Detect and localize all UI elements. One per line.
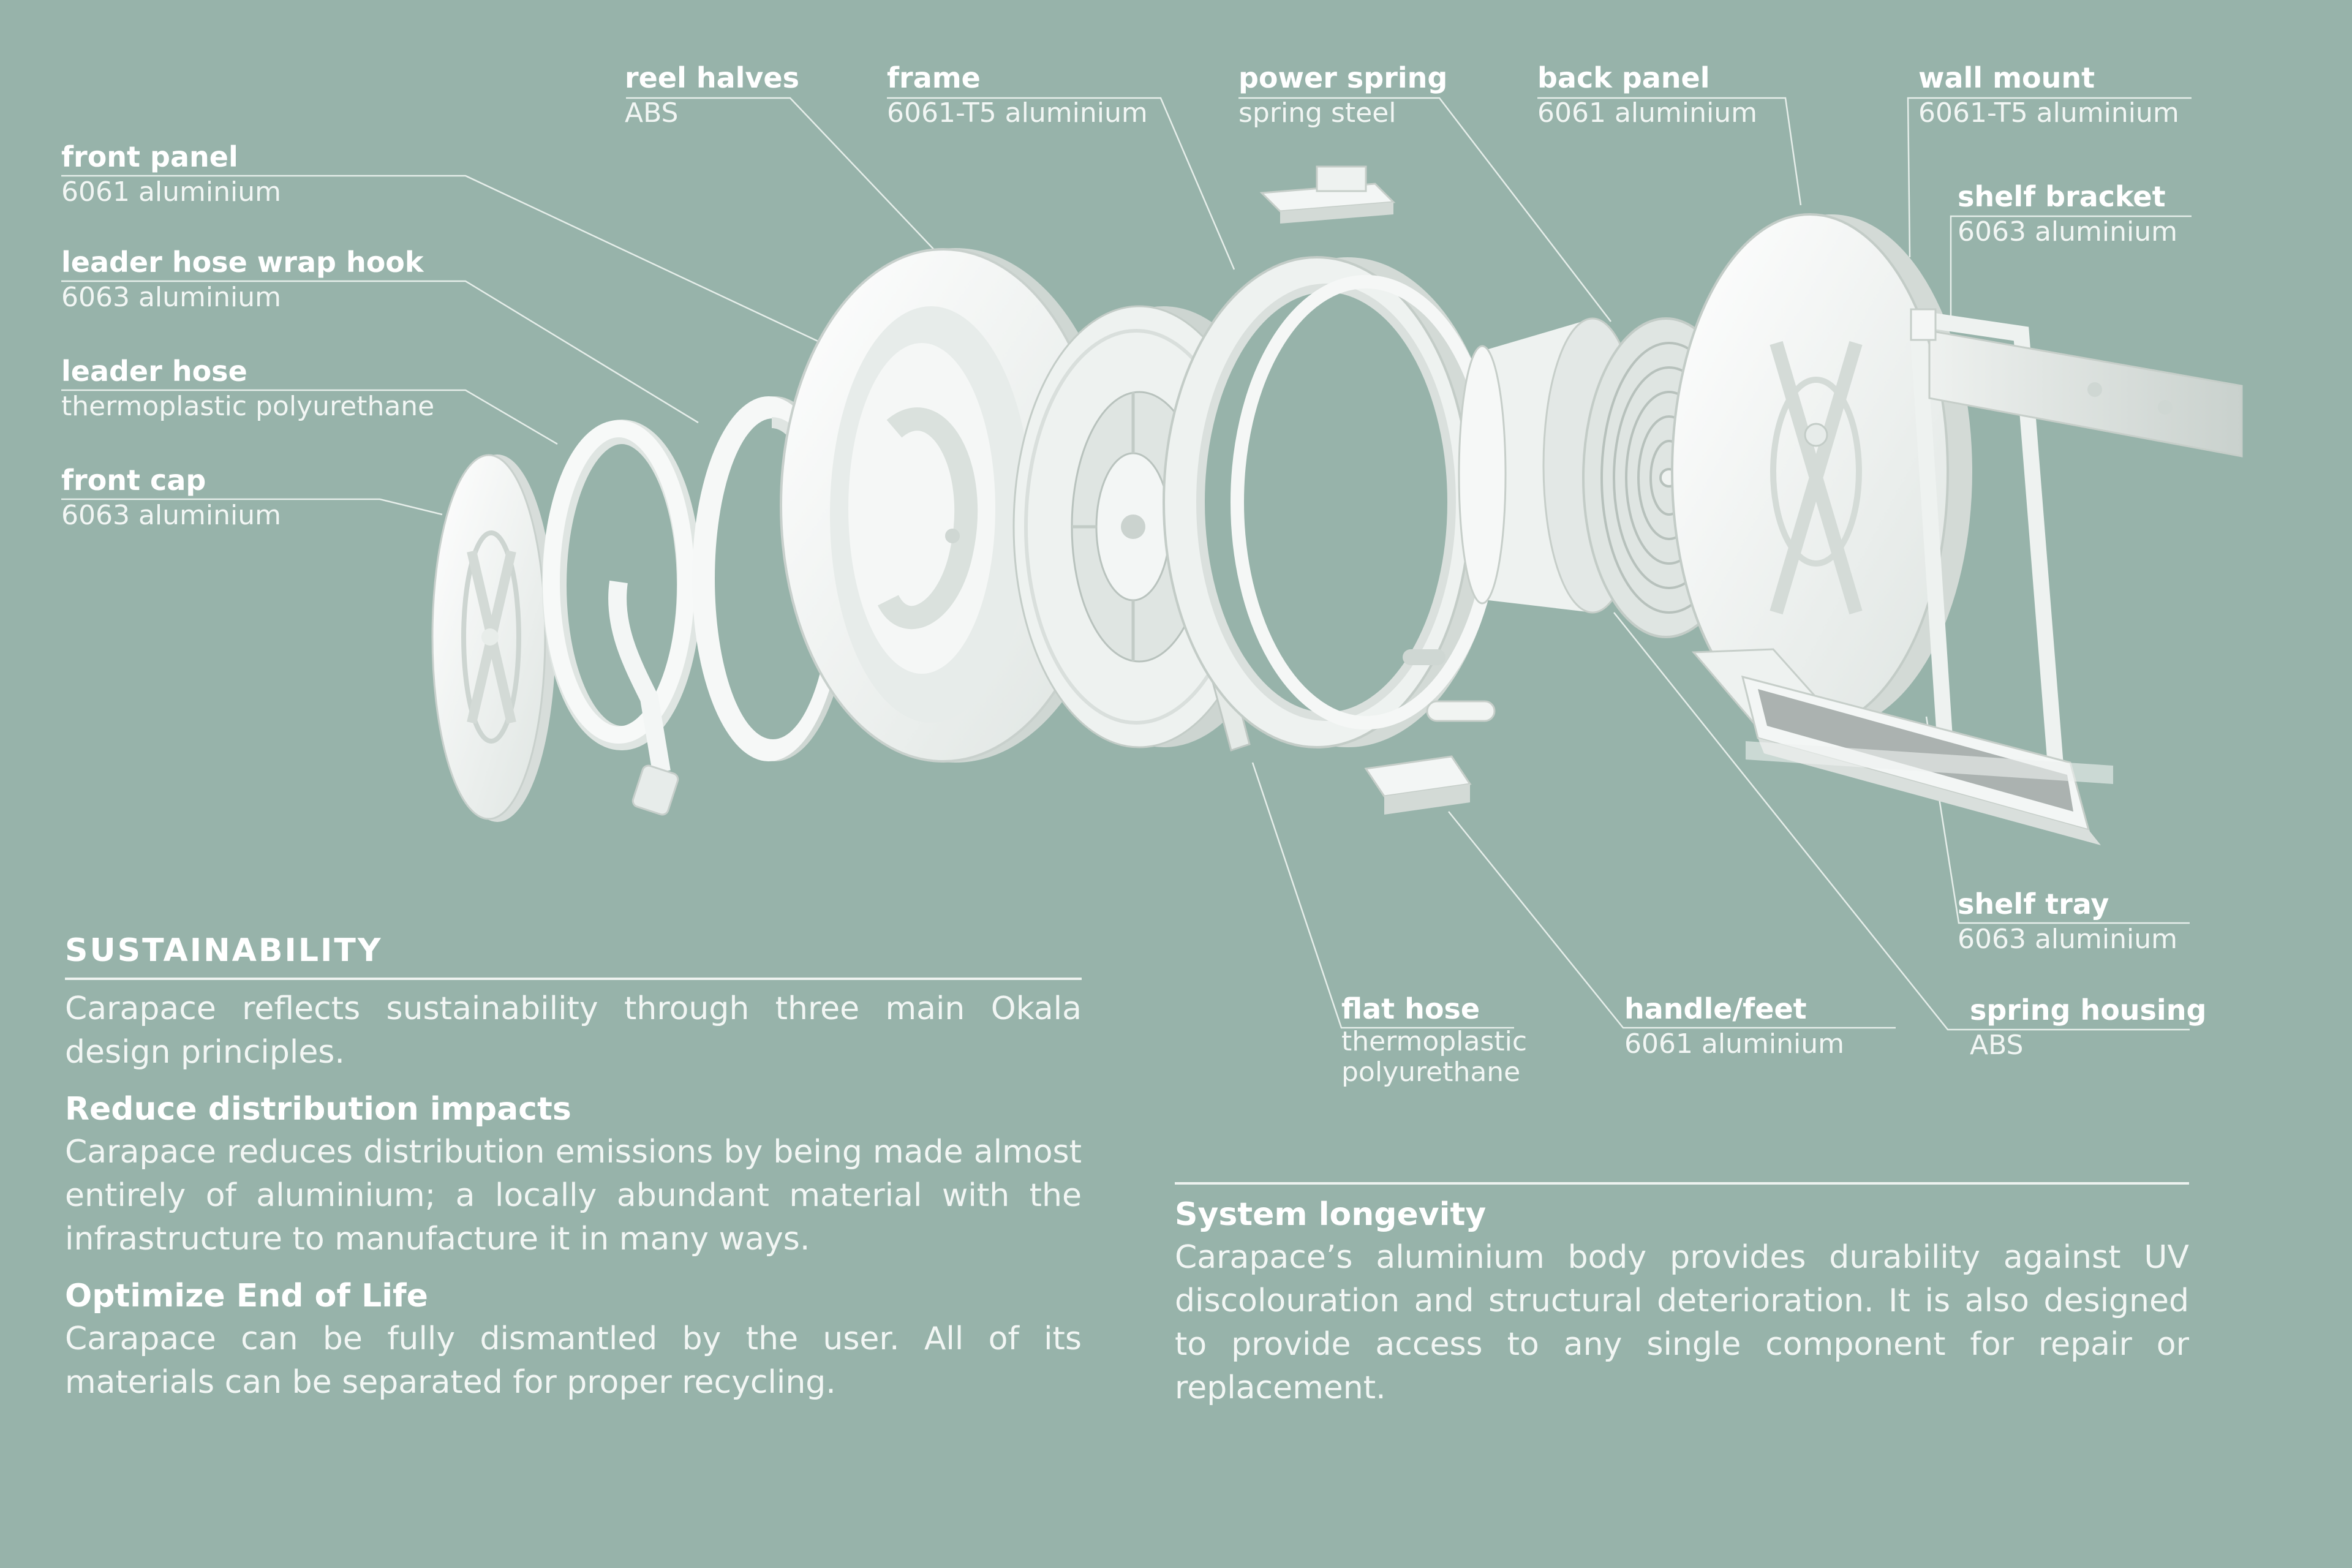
label-spring-housing: spring housing ABS <box>1970 992 2206 1063</box>
label-wall-mount-name: wall mount <box>1918 61 2095 94</box>
label-leader-hook: leader hose wrap hook 6063 aluminium <box>61 244 424 315</box>
handle-feet-part <box>1364 755 1472 815</box>
label-reel-halves: reel halves ABS <box>625 60 799 131</box>
power-spring-clip-part <box>1259 165 1396 224</box>
reduce-distribution-text: Carapace reduces distribution emissions … <box>65 1134 1082 1257</box>
leader-line-handle-feet <box>1448 811 1896 1029</box>
label-front-cap-material: 6063 aluminium <box>61 500 281 531</box>
label-handle-feet-name: handle/feet <box>1624 992 1807 1025</box>
label-shelf-tray-name: shelf tray <box>1958 888 2109 921</box>
leader-line-wall-mount <box>1907 97 2192 258</box>
leader-line-shelf-bracket <box>1950 215 2192 331</box>
sustainability-section: SUSTAINABILITY Carapace reflects sustain… <box>65 932 1082 1404</box>
label-front-cap-name: front cap <box>61 464 206 497</box>
label-flat-hose: flat hose thermoplastic polyurethane <box>1341 991 1527 1088</box>
leader-line-flat-hose <box>1251 762 1514 1029</box>
label-flat-hose-material-line2: polyurethane <box>1341 1057 1521 1088</box>
frame-part <box>1163 256 1501 748</box>
label-leader-hook-material: 6063 aluminium <box>61 282 281 313</box>
label-reel-halves-material: ABS <box>625 97 679 129</box>
leader-hose-part <box>542 420 701 816</box>
leader-line-front-panel <box>61 175 855 360</box>
leader-line-back-panel <box>1537 97 1802 206</box>
sustainability-intro: Carapace reflects sustainability through… <box>65 990 1082 1071</box>
label-frame-name: frame <box>887 61 981 94</box>
leader-lines <box>61 97 2192 1031</box>
label-leader-hook-name: leader hose wrap hook <box>61 246 424 279</box>
label-spring-housing-material: ABS <box>1970 1030 2024 1061</box>
back-panel-part <box>1671 213 1972 730</box>
label-handle-feet: handle/feet 6061 aluminium <box>1624 991 1844 1062</box>
label-power-spring: power spring spring steel <box>1238 60 1447 131</box>
label-reel-halves-name: reel halves <box>625 61 799 94</box>
label-wall-mount-material: 6061-T5 aluminium <box>1918 97 2179 129</box>
longevity-heading: System longevity <box>1175 1196 1487 1233</box>
label-flat-hose-name: flat hose <box>1341 992 1480 1025</box>
longevity-section: System longevity Carapace’s aluminium bo… <box>1175 1182 2189 1410</box>
leader-line-leader-hook <box>61 280 699 424</box>
label-wall-mount: wall mount 6061-T5 aluminium <box>1918 60 2179 131</box>
longevity-text: Carapace’s aluminium body provides durab… <box>1175 1239 2189 1406</box>
label-shelf-bracket: shelf bracket 6063 aluminium <box>1958 179 2177 250</box>
label-shelf-tray: shelf tray 6063 aluminium <box>1958 886 2177 957</box>
end-of-life-heading: Optimize End of Life <box>65 1278 428 1314</box>
label-leader-hose: leader hose thermoplastic polyurethane <box>61 353 434 424</box>
reduce-distribution-heading: Reduce distribution impacts <box>65 1091 571 1128</box>
label-back-panel-name: back panel <box>1537 61 1710 94</box>
label-shelf-bracket-name: shelf bracket <box>1958 180 2166 213</box>
shelf-tray-part <box>1741 675 2113 845</box>
leader-line-power-spring <box>1238 97 1611 322</box>
label-frame: frame 6061-T5 aluminium <box>887 60 1148 131</box>
label-flat-hose-material-line1: thermoplastic <box>1341 1026 1528 1057</box>
label-power-spring-name: power spring <box>1238 61 1448 94</box>
label-back-panel: back panel 6061 aluminium <box>1537 60 1757 131</box>
leader-line-frame <box>887 97 1235 270</box>
label-front-panel-name: front panel <box>61 140 238 173</box>
label-frame-material: 6061-T5 aluminium <box>887 97 1148 129</box>
label-leader-hose-name: leader hose <box>61 355 247 388</box>
leader-line-leader-hose <box>61 389 558 445</box>
leader-line-spring-housing <box>1613 612 2190 1031</box>
label-front-panel: front panel 6061 aluminium <box>61 139 281 210</box>
label-front-panel-material: 6061 aluminium <box>61 176 281 208</box>
leader-line-front-cap <box>61 498 443 516</box>
label-back-panel-material: 6061 aluminium <box>1537 97 1757 129</box>
end-of-life-text: Carapace can be fully dismantled by the … <box>65 1321 1082 1401</box>
label-leader-hose-material: thermoplastic polyurethane <box>61 391 435 422</box>
sustainability-title: SUSTAINABILITY <box>65 932 1082 980</box>
label-power-spring-material: spring steel <box>1238 97 1396 129</box>
label-shelf-tray-material: 6063 aluminium <box>1958 924 2177 955</box>
label-handle-feet-material: 6061 aluminium <box>1624 1028 1844 1060</box>
label-spring-housing-name: spring housing <box>1970 993 2207 1027</box>
front-cap-part <box>431 454 556 822</box>
label-front-cap: front cap 6063 aluminium <box>61 462 281 533</box>
label-shelf-bracket-material: 6063 aluminium <box>1958 216 2177 247</box>
